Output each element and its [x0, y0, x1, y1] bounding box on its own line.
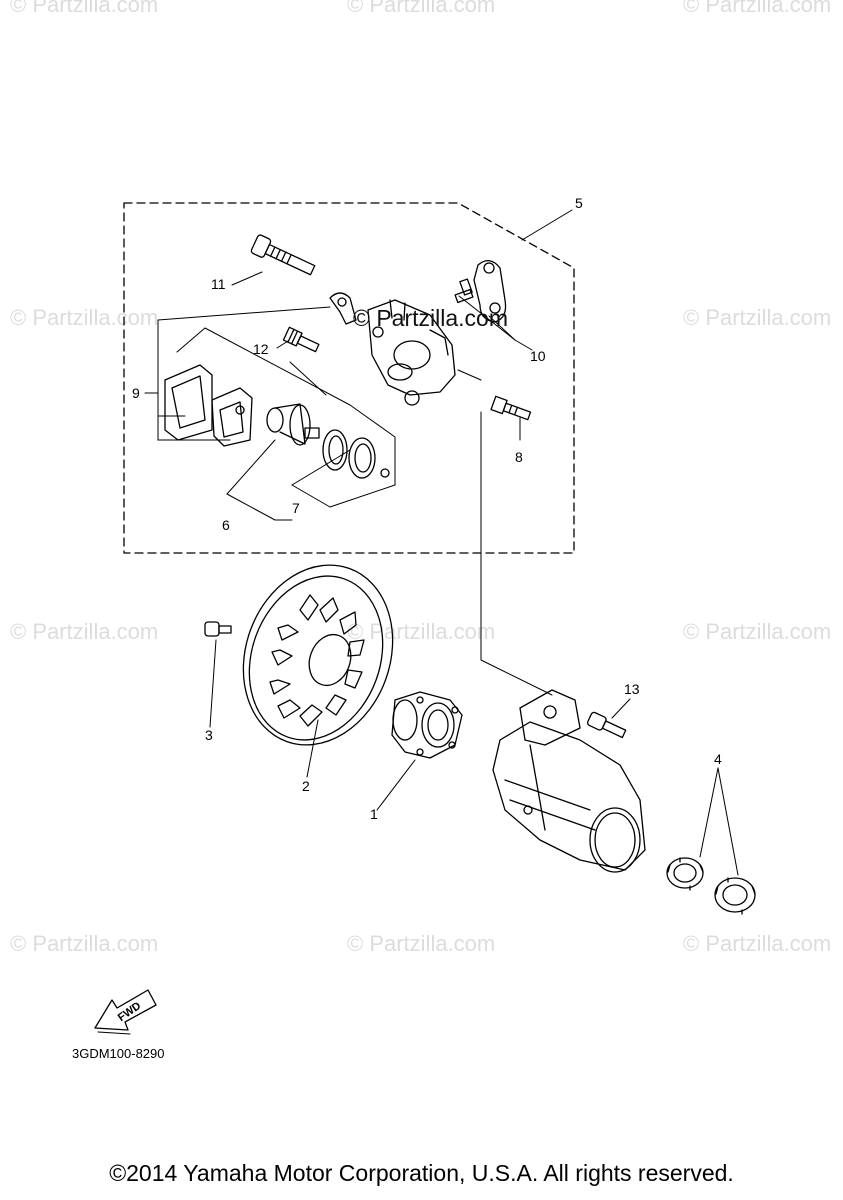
watermark: © Partzilla.com — [347, 619, 496, 644]
callout-4: 4 — [714, 751, 722, 767]
watermark: © Partzilla.com — [347, 0, 496, 17]
watermark: © Partzilla.com — [683, 931, 832, 956]
callout-5: 5 — [575, 195, 583, 211]
piston-seals — [322, 429, 390, 479]
watermark: © Partzilla.com — [683, 305, 832, 330]
caliper-bolt — [490, 395, 532, 421]
caliper-body — [329, 292, 456, 406]
callout-8: 8 — [515, 449, 523, 465]
watermark: © Partzilla.com — [683, 619, 832, 644]
center-watermark: © Partzilla.com — [353, 305, 508, 331]
bleed-screw — [282, 326, 320, 353]
bracket-bolt — [586, 711, 627, 739]
callout-1: 1 — [370, 806, 378, 822]
axle-nuts — [666, 857, 756, 915]
callout-11: 11 — [211, 276, 226, 292]
reference-code: 3GDM100-8290 — [72, 1046, 165, 1061]
callout-7: 7 — [292, 500, 300, 516]
copyright-notice: ©2014 Yamaha Motor Corporation, U.S.A. A… — [109, 1160, 734, 1186]
slide-pin-bolt — [250, 234, 316, 276]
fwd-arrow-icon — [94, 989, 157, 1035]
callout-13: 13 — [624, 681, 640, 697]
callout-10: 10 — [530, 348, 546, 364]
watermark: © Partzilla.com — [10, 0, 159, 17]
callout-3: 3 — [205, 727, 213, 743]
assembly-box — [123, 202, 575, 554]
watermark: © Partzilla.com — [10, 305, 159, 330]
axle-housing — [492, 689, 646, 873]
callout-6: 6 — [222, 517, 230, 533]
watermark: © Partzilla.com — [10, 619, 159, 644]
brake-pads — [164, 364, 253, 447]
callout-2: 2 — [302, 778, 310, 794]
disc-hub — [391, 691, 463, 759]
piston — [266, 403, 320, 446]
callout-9: 9 — [132, 385, 140, 401]
caliper-bracket-part — [454, 260, 507, 323]
brake-disc — [242, 564, 394, 746]
watermark: © Partzilla.com — [10, 931, 159, 956]
leader-lines — [144, 209, 739, 876]
watermark: © Partzilla.com — [347, 931, 496, 956]
watermark: © Partzilla.com — [683, 0, 832, 17]
disc-screw — [204, 621, 232, 637]
callout-12: 12 — [253, 341, 269, 357]
